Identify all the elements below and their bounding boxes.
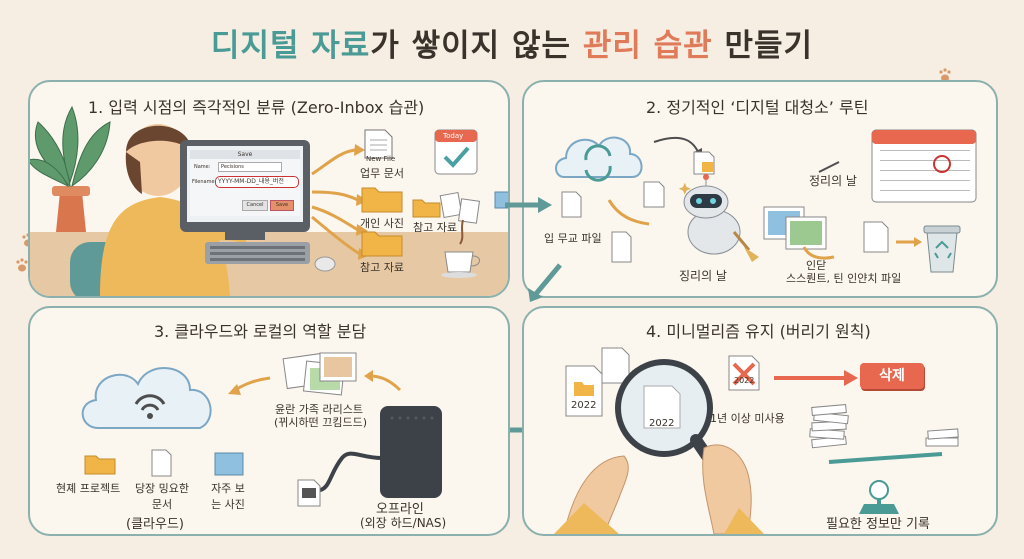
record-label: 필요한 정보만 기록 — [826, 517, 930, 532]
cloud-item-documents: 당장 밍요한 문서 — [134, 482, 190, 511]
rule-label: 1년 이상 미사용 — [710, 412, 785, 425]
today-label: Today — [443, 132, 464, 140]
label-cleanup-day-2: 징리의 날 — [679, 269, 727, 283]
label-indan: 인닫 — [806, 259, 827, 272]
delete-button[interactable]: 삭제 — [860, 363, 924, 389]
offline-label: 오프라인 — [376, 502, 424, 517]
folder-photos-label: 개인 사진 — [360, 217, 404, 230]
name-field[interactable]: Pecisions — [218, 162, 282, 172]
filename-field[interactable]: YYYY-MM-DD_내용_버전 — [215, 176, 299, 188]
folder-reference-label: 참고 자료 — [413, 221, 457, 234]
year-label-2: 2022 — [649, 418, 675, 429]
year-label-1: 2022 — [571, 400, 597, 411]
panel-digital-cleanup: 2. 정기적인 ‘디지털 대청소’ 루틴 — [522, 80, 998, 298]
dialog-header: Save — [190, 150, 300, 159]
page-title: 디지털 자료가 쌓이지 않는 관리 습관 만들기 — [0, 20, 1024, 65]
cloud-local-illustration — [81, 352, 442, 507]
title-part2: 가 쌓이지 않는 — [370, 28, 583, 64]
panel3-title: 3. 클라우드와 로컬의 역할 분담 — [154, 322, 367, 341]
panel-zero-inbox: 1. 입력 시점의 즉각적인 분류 (Zero-Inbox 습관) — [28, 80, 510, 298]
panel-cloud-local: 3. 클라우드와 로컬의 역할 분담 윤란 가족 라리스트 — [28, 306, 510, 536]
title-part4: 만들기 — [712, 28, 814, 64]
folder-work-label: 업무 문서 — [360, 167, 404, 180]
panel2-title: 2. 정기적인 ‘디지털 대청소’ 루틴 — [646, 98, 869, 117]
panel-minimalism: 4. 미니멀리즘 유지 (버리기 원칙) — [522, 306, 998, 536]
cancel-button[interactable]: Cancel — [242, 200, 268, 211]
label-unneeded-file: 입 무교 파일 — [544, 232, 602, 245]
filename-label: Filename: — [192, 179, 217, 185]
panel4-title: 4. 미니멀리즘 유지 (버리기 원칙) — [646, 322, 871, 341]
cleanup-illustration — [555, 129, 977, 273]
folder-reference-label-2: 참고 자료 — [360, 261, 404, 274]
save-dialog: Save Name: Pecisions Filename: YYYY-MM-D… — [190, 150, 300, 216]
photo-caption-line2: (뀌시하떤 끄킴드드) — [274, 416, 368, 429]
offline-sublabel: (외장 하드/NAS) — [360, 516, 447, 530]
year-label-3: 2022 — [734, 376, 755, 385]
name-label: Name: — [194, 164, 211, 170]
minimalism-illustration — [554, 347, 959, 534]
cloud-item-projects: 현졔 프로젝트 — [56, 482, 121, 495]
cloud-item-photos: 자주 보는 사진 — [211, 482, 245, 511]
photo-caption-line1: 윤란 가족 라리스트 — [275, 403, 363, 416]
panel1-title: 1. 입력 시점의 즉각적인 분류 (Zero-Inbox 습관) — [88, 98, 425, 117]
title-part3: 관리 습관 — [582, 28, 713, 64]
save-button[interactable]: Save — [270, 200, 294, 211]
title-part1: 디지털 자료 — [210, 28, 371, 64]
label-cleanup-day: 정리의 날 — [809, 174, 857, 188]
label-screenshot-files: 스스뤈트, 틴 인얀치 파일 — [786, 272, 902, 285]
new-file-label: New File — [366, 155, 396, 163]
cloud-label: (클라우드) — [126, 517, 184, 532]
